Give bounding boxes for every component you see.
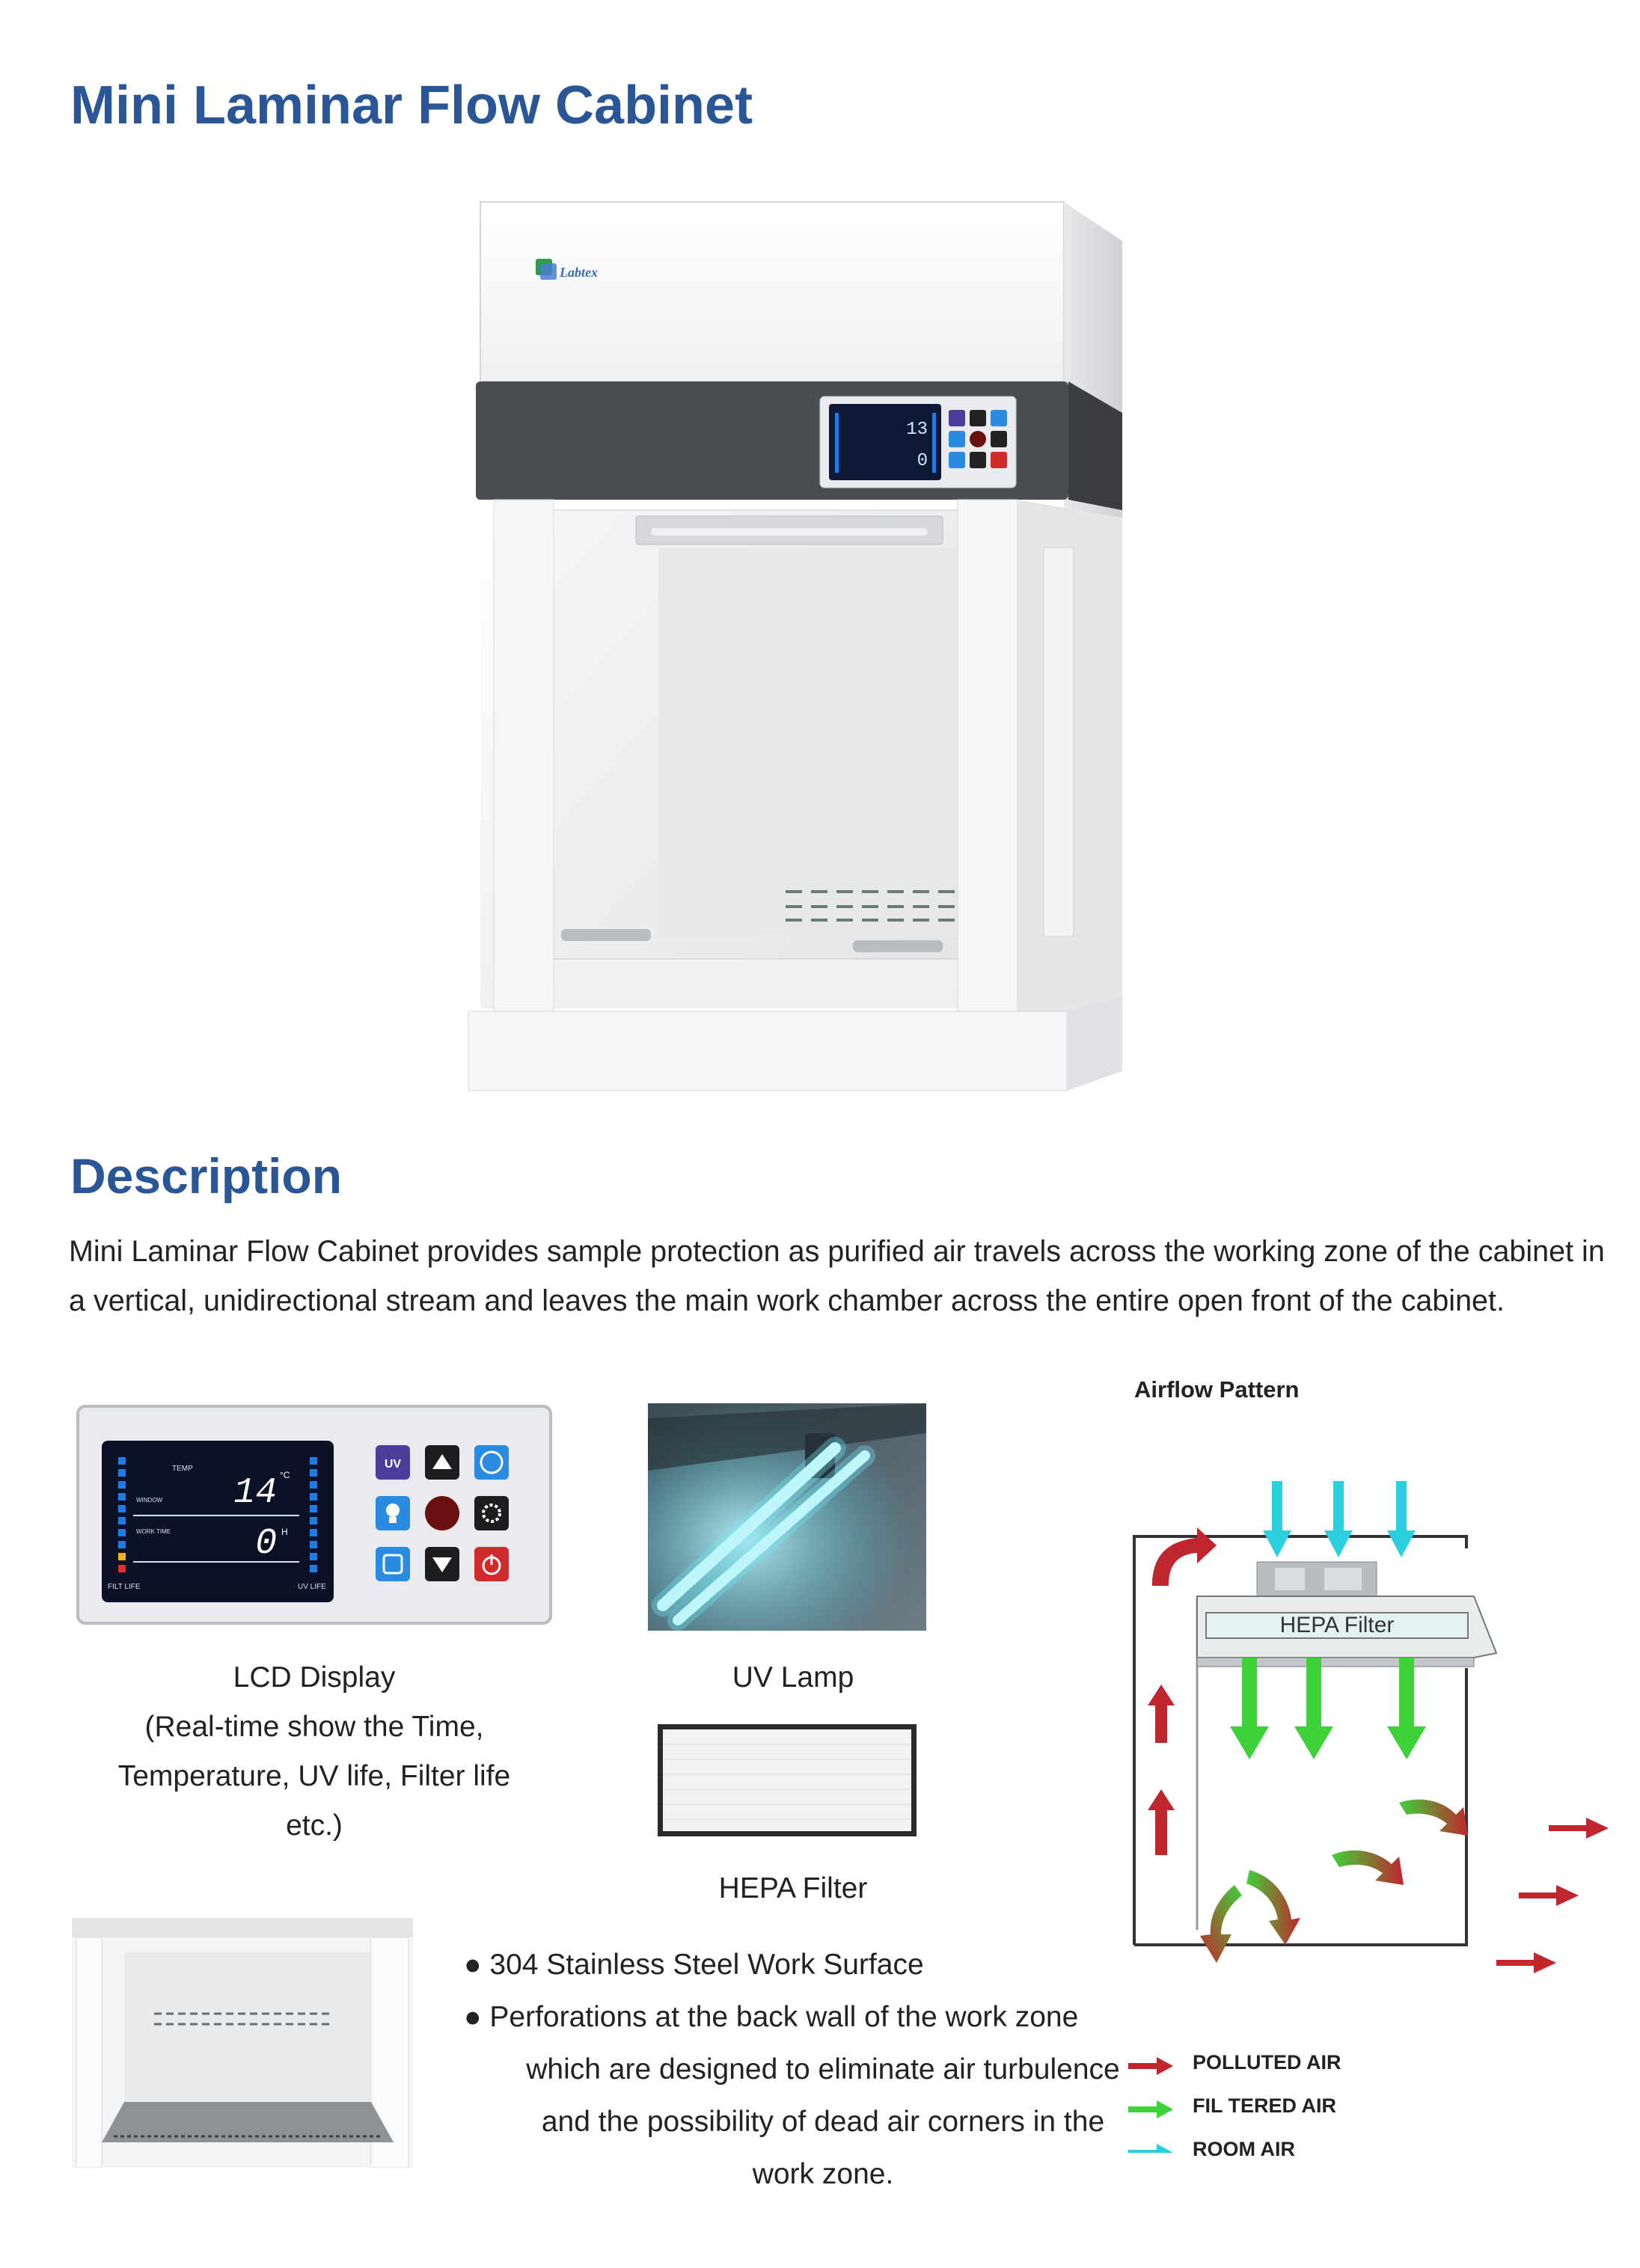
uv-lamp-image: [648, 1403, 926, 1631]
socket-button: [376, 1547, 410, 1581]
lcd-caption-line4: etc.): [286, 1809, 343, 1842]
filtered-air-arrows: [1230, 1658, 1426, 1759]
legend-room-arrow: [1128, 2144, 1173, 2153]
description-heading: Description: [70, 1148, 343, 1204]
feature-perforations-line2: which are designed to eliminate air turb…: [526, 2053, 1120, 2085]
room-air-arrows: [1263, 1481, 1416, 1557]
feature-work-surface: ● 304 Stainless Steel Work Surface: [464, 1949, 924, 1981]
lcd-label-uv-life: UV LIFE: [298, 1583, 326, 1591]
cabinet-product-image: 13 0 Labtex: [468, 201, 1122, 1091]
lcd-temp-value: 14: [233, 1473, 277, 1513]
lcd-display-image: TEMP WINDOW WORK TIME 14 °C 0 H FILT LIF…: [76, 1405, 552, 1625]
hepa-filter-image: [658, 1724, 917, 1836]
settings-button: [474, 1496, 509, 1530]
power-indicator: [425, 1496, 459, 1530]
feature-perforations-line3: and the possibility of dead air corners …: [541, 2106, 1105, 2138]
uv-level-bars: [310, 1457, 317, 1572]
hepa-filter-caption: HEPA Filter: [718, 1872, 868, 1904]
uv-button: [376, 1445, 410, 1480]
svg-text:Labtex: Labtex: [559, 265, 598, 280]
filter-level-bars: [118, 1457, 126, 1572]
legend-polluted-label: POLLUTED AIR: [1193, 2051, 1341, 2074]
lcd-label-temp: TEMP: [172, 1465, 193, 1473]
polluted-air-arrows: [1148, 1527, 1609, 1973]
lcd-temp-unit: °C: [280, 1470, 290, 1480]
legend-polluted-arrow: [1128, 2057, 1173, 2075]
airflow-filter-label: HEPA Filter: [1280, 1613, 1395, 1637]
fan-button: [474, 1445, 509, 1480]
lcd-timer-unit: H: [281, 1527, 288, 1537]
product-display-top: 13: [906, 420, 928, 440]
airflow-title: Airflow Pattern: [1134, 1376, 1300, 1403]
description-text: Mini Laminar Flow Cabinet provides sampl…: [69, 1235, 1605, 1317]
features-list: ● 304 Stainless Steel Work Surface ● Per…: [449, 1939, 1197, 2201]
lcd-caption-line1: LCD Display: [233, 1661, 396, 1694]
feature-perforations-line4: work zone.: [752, 2158, 894, 2190]
legend-filtered-label: FIL TERED AIR: [1193, 2094, 1337, 2117]
lcd-timer-value: 0: [255, 1524, 277, 1564]
product-display-bottom: 0: [917, 451, 928, 471]
product-button-grid: [949, 410, 1007, 468]
feature-perforations: ● Perforations at the back wall of the w…: [464, 2001, 1079, 2033]
airflow-legend-arrows: [1128, 2057, 1173, 2153]
airflow-diagram: HEPA Filter: [1133, 1481, 1609, 1973]
lcd-label-window: WINDOW: [136, 1497, 163, 1504]
lcd-label-work-time: WORK TIME: [136, 1528, 171, 1535]
lcd-caption: LCD Display (Real-time show the Time, Te…: [75, 1653, 554, 1851]
page-title: Mini Laminar Flow Cabinet: [70, 76, 753, 135]
labtex-logo: Labtex: [536, 259, 598, 280]
work-surface-image: [72, 1918, 413, 2168]
legend-room-label: ROOM AIR: [1193, 2138, 1295, 2160]
mixing-arrows: [1200, 1799, 1468, 1963]
uv-lamp-caption: UV Lamp: [732, 1661, 854, 1694]
lcd-caption-line2: (Real-time show the Time,: [144, 1711, 484, 1743]
legend-filtered-arrow: [1128, 2100, 1173, 2118]
svg-text:UV: UV: [385, 1458, 402, 1471]
lcd-caption-line3: Temperature, UV life, Filter life: [117, 1760, 511, 1792]
lcd-label-filt-life: FILT LIFE: [108, 1583, 141, 1591]
